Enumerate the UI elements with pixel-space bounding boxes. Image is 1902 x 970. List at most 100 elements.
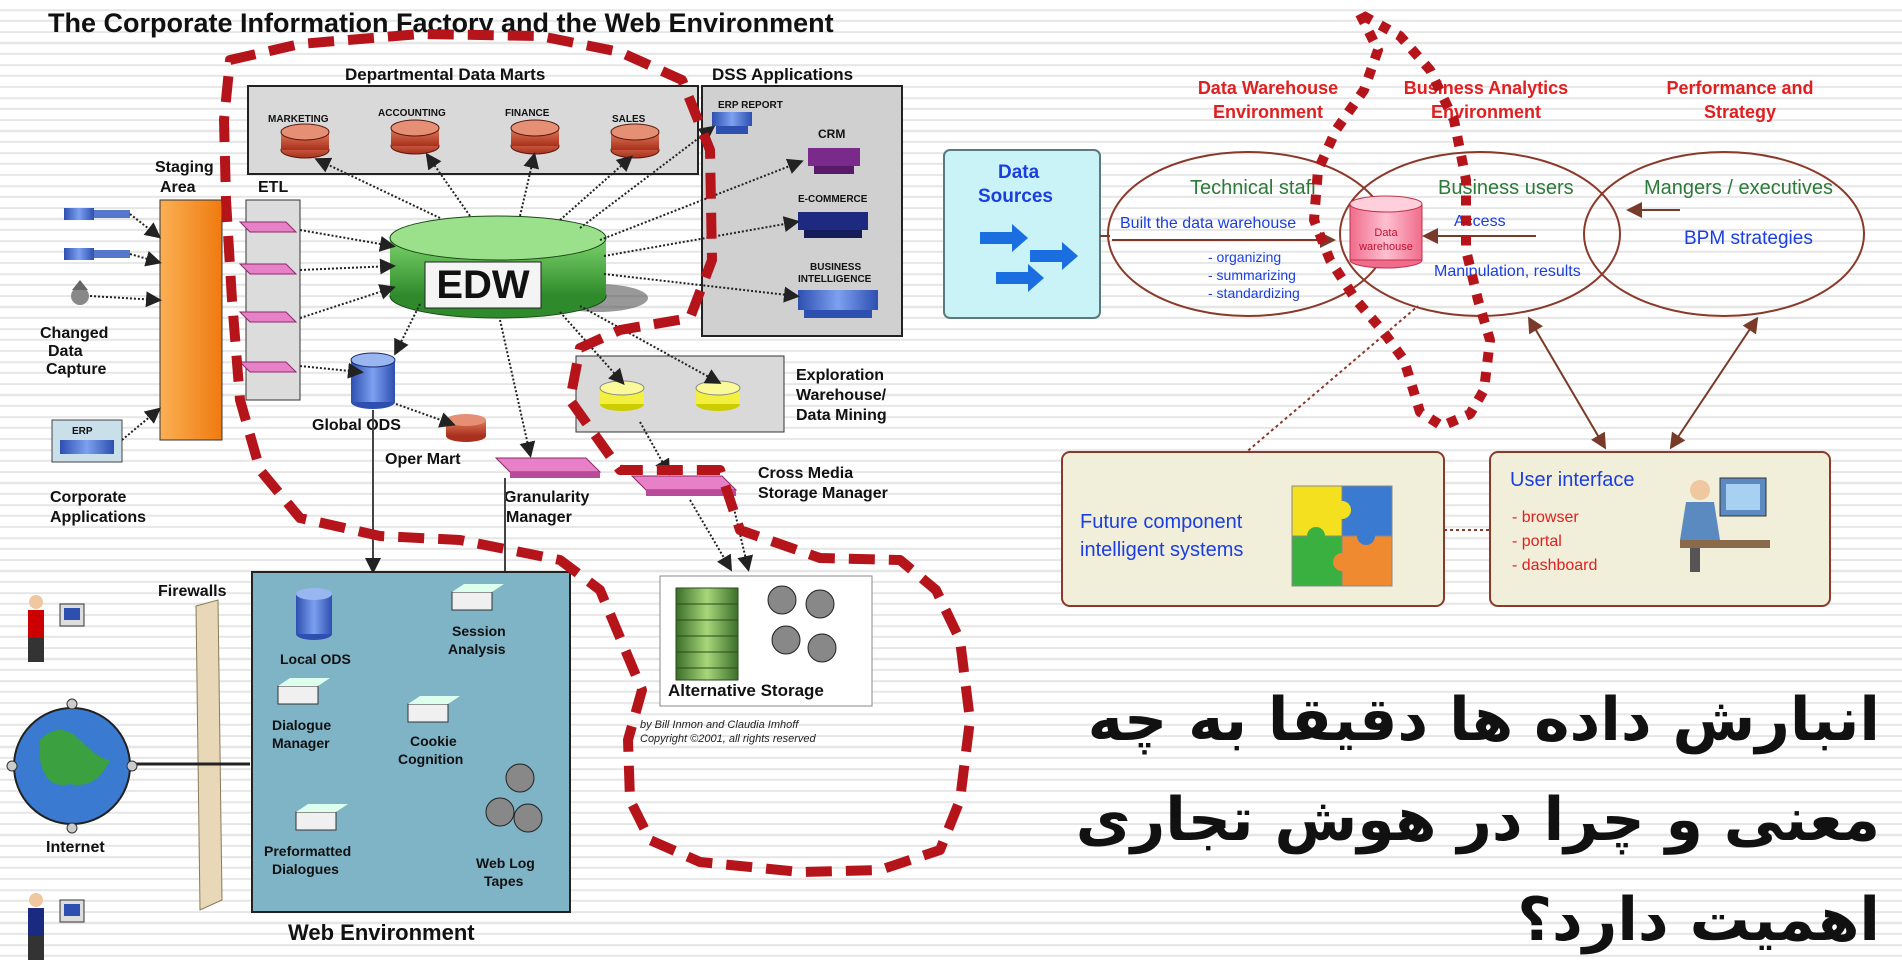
ui-item-2: - portal bbox=[1512, 533, 1562, 550]
cross-media-tile bbox=[630, 475, 738, 496]
built-item-3: - standardizing bbox=[1208, 285, 1300, 301]
alternative-storage-tapes bbox=[767, 585, 837, 663]
alternative-storage-label: Alternative Storage bbox=[668, 681, 824, 700]
user-interface-label: User interface bbox=[1510, 469, 1635, 491]
staging-area bbox=[159, 199, 223, 441]
ui-ps-arrow bbox=[1669, 316, 1759, 450]
source-icon-1 bbox=[64, 208, 130, 220]
dss-bi-1: BUSINESS bbox=[810, 262, 861, 273]
user-icon-top bbox=[28, 595, 85, 662]
erp-icon: ERP bbox=[51, 419, 123, 463]
etl-label: ETL bbox=[258, 179, 288, 196]
internet-label: Internet bbox=[46, 839, 105, 856]
dss-erp-report: ERP REPORT bbox=[718, 100, 783, 111]
question-line-1: انبارش داده ها دقیقا به چه bbox=[1087, 685, 1880, 755]
edw-label: EDW bbox=[436, 263, 530, 307]
red-dotted-outline-right bbox=[1309, 9, 1495, 431]
cookie-cognition-icon bbox=[407, 696, 460, 723]
preformatted-dialogues-icon bbox=[295, 804, 348, 831]
oper-mart-cylinder bbox=[446, 414, 486, 442]
etl-pink-tiles bbox=[238, 221, 298, 373]
mart-accounting: ACCOUNTING bbox=[378, 108, 446, 155]
question-line-2: معنی و چرا در هوش تجاری bbox=[1075, 785, 1880, 855]
dss-crm-icon bbox=[808, 148, 860, 174]
ui-ba-arrow bbox=[1527, 316, 1607, 450]
dss-label: DSS Applications bbox=[712, 65, 853, 84]
dss-ecommerce: E-COMMERCE bbox=[798, 194, 868, 205]
puzzle-icon bbox=[1291, 485, 1393, 587]
staging-area-label-2: Area bbox=[160, 179, 196, 196]
business-users: Business users bbox=[1438, 177, 1574, 199]
built-label: Built the data warehouse bbox=[1120, 215, 1296, 232]
question-line-3: اهمیت دارد؟ bbox=[1517, 885, 1880, 955]
mart-sales: SALES bbox=[610, 114, 660, 159]
dialogue-manager-icon bbox=[277, 678, 330, 705]
built-item-2: - summarizing bbox=[1208, 267, 1296, 283]
svg-text:ACCOUNTING: ACCOUNTING bbox=[378, 108, 446, 119]
dss-bi-2: INTELLIGENCE bbox=[798, 274, 872, 285]
dss-bi-icon bbox=[798, 290, 878, 318]
alternative-storage-cylinder bbox=[675, 587, 739, 681]
bpm-label: BPM strategies bbox=[1684, 228, 1813, 249]
oper-mart-label: Oper Mart bbox=[385, 451, 461, 468]
source-icon-3 bbox=[71, 280, 89, 305]
dss-erp-report-icon bbox=[712, 112, 752, 134]
web-log-tapes-icon bbox=[485, 763, 543, 833]
cif-diagram: The Corporate Information Factory and th… bbox=[6, 8, 903, 960]
svg-text:ERP: ERP bbox=[72, 426, 93, 437]
svg-text:SALES: SALES bbox=[612, 114, 646, 125]
user-icon-bottom bbox=[28, 893, 85, 960]
local-ods-label: Local ODS bbox=[280, 651, 351, 667]
cif-arrows bbox=[89, 125, 804, 572]
red-dashed-outline-left bbox=[219, 29, 975, 877]
data-marts-label: Departmental Data Marts bbox=[345, 65, 545, 84]
computer-user-icon bbox=[1680, 477, 1770, 572]
question-text: انبارش داده ها دقیقا به چه معنی و چرا در… bbox=[1000, 670, 1880, 970]
staging-area-label: Staging bbox=[155, 159, 214, 176]
ui-item-1: - browser bbox=[1512, 509, 1579, 526]
edw-cylinder: EDW bbox=[389, 215, 648, 319]
data-sources-arrows bbox=[980, 224, 1078, 292]
managers-label: Mangers / executives bbox=[1644, 177, 1833, 199]
svg-text:FINANCE: FINANCE bbox=[505, 108, 550, 119]
ui-item-3: - dashboard bbox=[1512, 557, 1597, 574]
technical-staff: Technical staff bbox=[1190, 177, 1317, 199]
dss-crm: CRM bbox=[818, 127, 845, 141]
firewalls-label: Firewalls bbox=[158, 583, 227, 600]
local-ods-icon bbox=[296, 588, 332, 640]
source-icon-2 bbox=[64, 248, 130, 260]
globe-icon bbox=[6, 698, 138, 834]
exploration-cylinders bbox=[599, 380, 741, 411]
dss-ecommerce-icon bbox=[798, 212, 868, 238]
mart-marketing: MARKETING bbox=[268, 114, 330, 159]
firewall-shape bbox=[195, 599, 223, 911]
mart-finance: FINANCE bbox=[505, 108, 560, 155]
granularity-manager-tile bbox=[494, 457, 602, 478]
ps-ellipse bbox=[1583, 151, 1865, 317]
web-environment-label: Web Environment bbox=[288, 920, 475, 945]
svg-text:MARKETING: MARKETING bbox=[268, 114, 329, 125]
session-analysis-icon bbox=[451, 584, 504, 611]
global-ods-label: Global ODS bbox=[312, 417, 401, 434]
